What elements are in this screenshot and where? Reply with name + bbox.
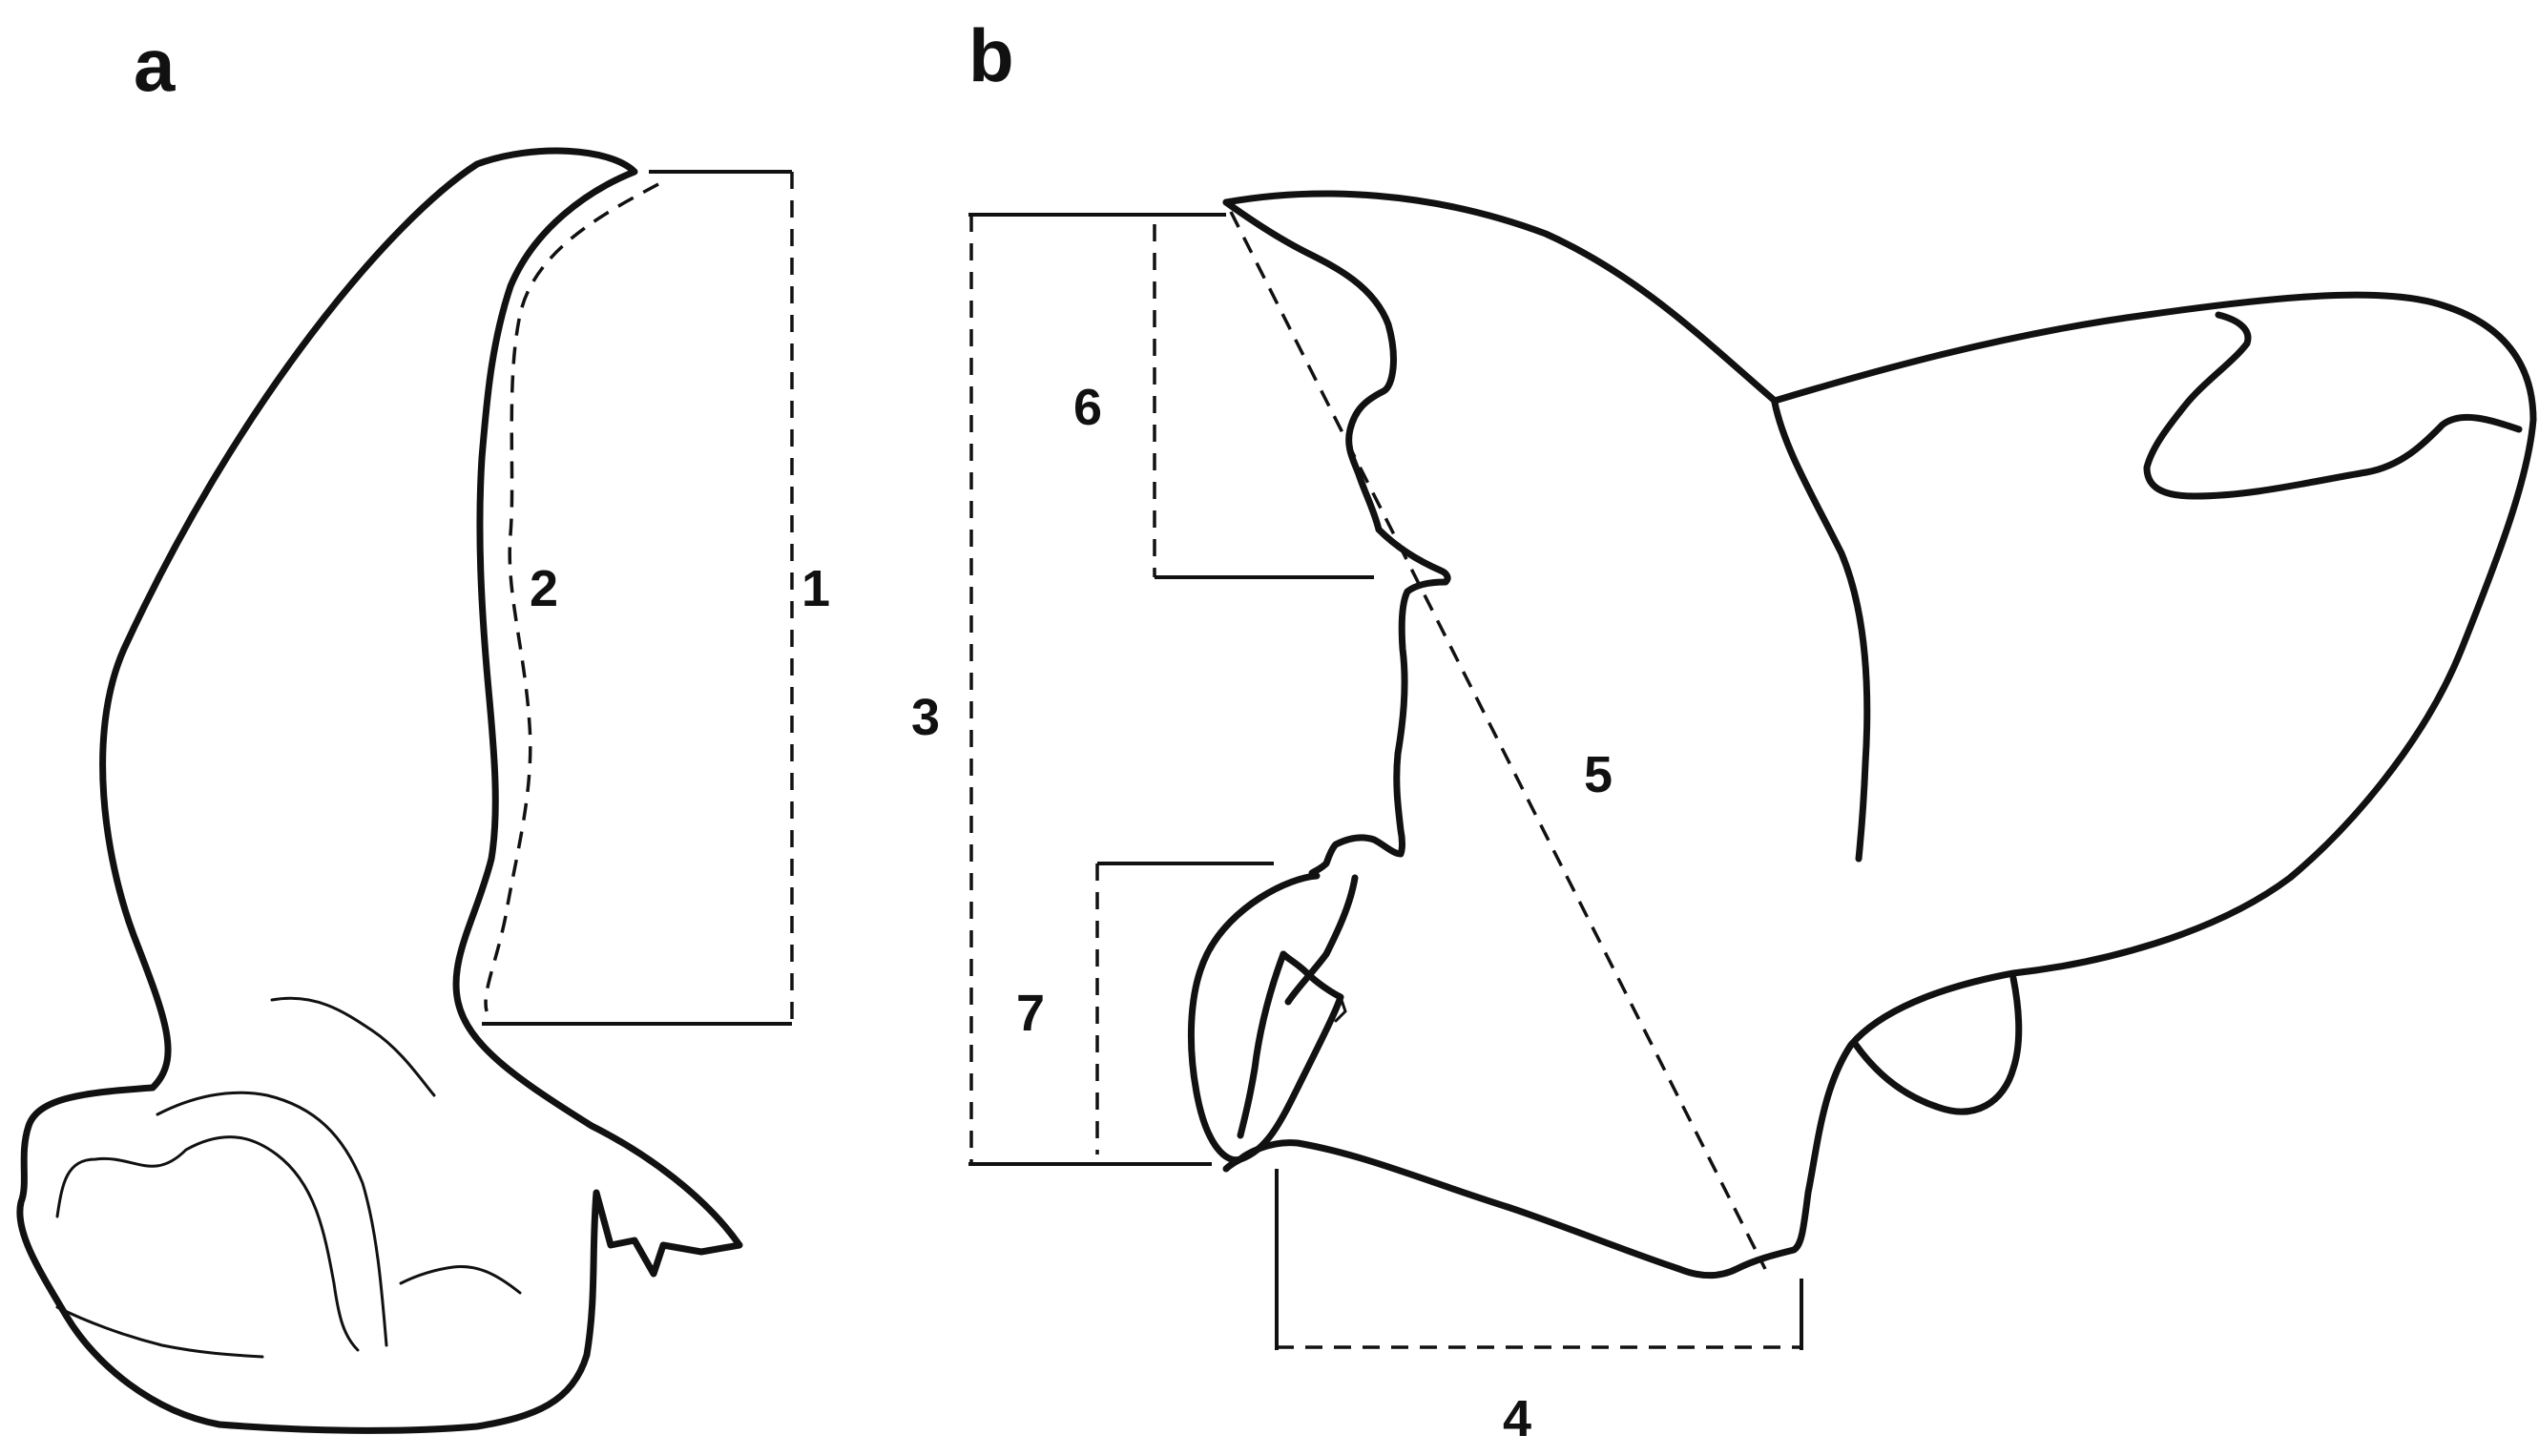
panel-b-anterior-outline	[1222, 198, 1451, 877]
panel-b-m6-label: 6	[1073, 379, 1102, 436]
panel-b-mandible-ridge	[1237, 950, 1287, 1139]
panel-b-m4-label: 4	[1503, 1390, 1531, 1447]
panel-a-m2-label: 2	[530, 560, 558, 617]
panel-b-mandible	[1187, 872, 1344, 1164]
panel-b-posterior-lobe	[1852, 974, 2023, 1115]
panel-b-mandible-teeth	[1334, 995, 1347, 1023]
panel-b-suture-line	[1771, 399, 1871, 863]
panel-b-m3-label: 3	[911, 689, 940, 746]
panel-a-detail-line-3	[156, 1091, 388, 1347]
panel-b-eye-detail	[2143, 311, 2523, 500]
panel-b-mandible-inner	[1284, 874, 1359, 1006]
panel-b-main-outline	[1222, 190, 2537, 1279]
panel-a-inner-edge-dashed	[484, 182, 659, 1012]
panel-a-detail-line-4	[55, 1305, 264, 1359]
panel-a: a 1 2	[16, 23, 830, 1434]
panel-b-m5-label: 5	[1584, 746, 1613, 803]
panel-a-m1-label: 1	[801, 560, 830, 617]
panel-a-detail-line-2	[55, 1135, 360, 1352]
panel-b-label: b	[968, 13, 1014, 97]
panel-b-m5-dashed-line	[1229, 211, 1767, 1270]
panel-b: b 3 6 7 5 4	[911, 13, 2537, 1447]
panel-a-detail-line-1	[270, 996, 436, 1097]
panel-b-m7-label: 7	[1016, 985, 1045, 1042]
panel-a-mandible-outline	[16, 147, 743, 1434]
panel-a-label: a	[134, 23, 176, 107]
panel-a-detail-line-5	[399, 1264, 522, 1295]
